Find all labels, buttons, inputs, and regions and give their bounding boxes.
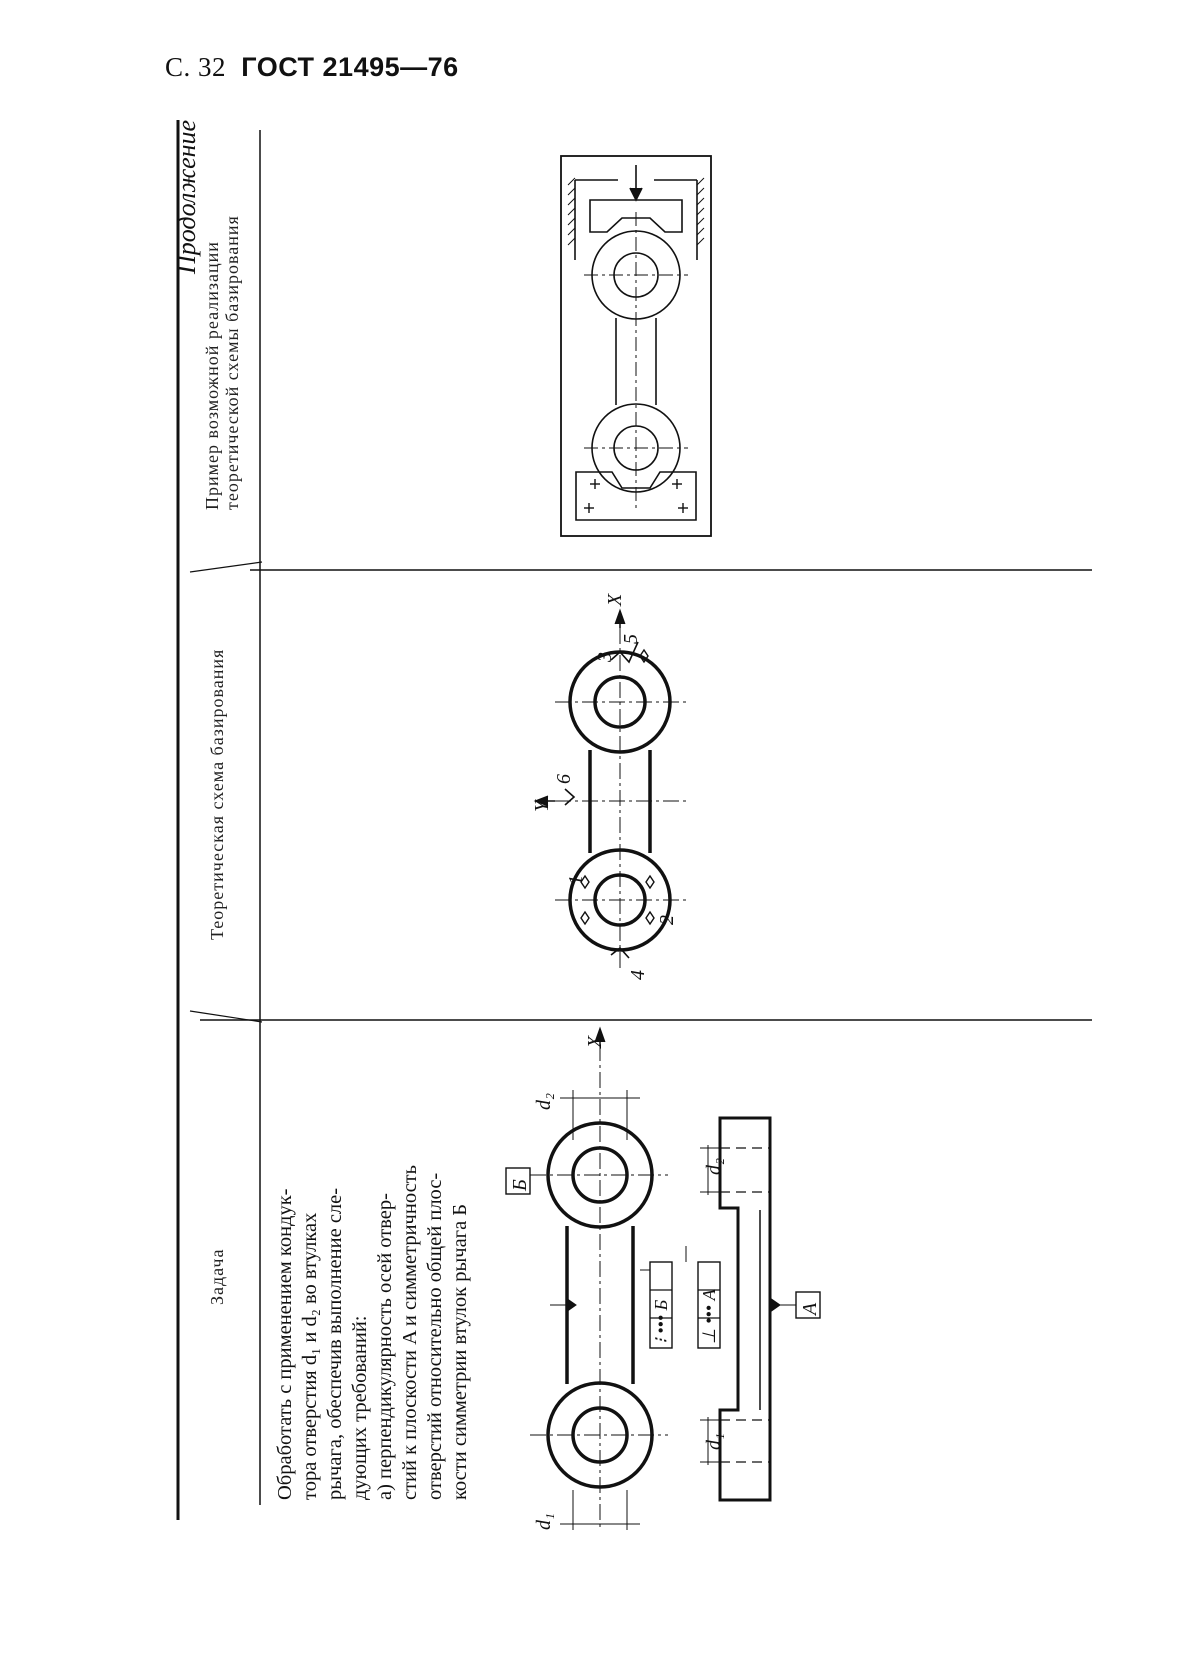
task-line: а) перпендикулярность осей отвер- <box>374 1193 396 1500</box>
continuation-label: Продолжение <box>172 120 202 274</box>
scheme-point-2: 2 <box>656 915 678 925</box>
scheme-point-4: 4 <box>627 970 649 980</box>
task-axis-x-label: X <box>584 1035 606 1048</box>
column-heading-scheme-text: Теоретическая схема базирования <box>207 648 227 940</box>
column-heading-task-text: Задача <box>207 1248 227 1305</box>
scheme-point-6: 6 <box>553 774 575 784</box>
column-heading-example-line2: теоретической схемы базирования <box>222 215 242 510</box>
task-line: дующих требований: <box>349 1315 371 1500</box>
base-b-label: Б <box>509 1179 531 1191</box>
scheme-point-3: 3 <box>594 652 616 662</box>
column-heading-example: Пример возможной реализации теоретическо… <box>202 215 242 510</box>
tolerance-symmetry-frame: ⁝ ••• Б <box>651 1299 671 1344</box>
base-a-label: А <box>799 1302 821 1315</box>
page-header: С. 32 ГОСТ 21495—76 <box>165 52 459 83</box>
column-heading-scheme: Теоретическая схема базирования <box>207 649 227 940</box>
scheme-axis-y-label: Y <box>531 800 553 812</box>
task-side-d2-label: d₂ <box>703 1158 725 1175</box>
table-rules <box>176 120 1092 1520</box>
scheme-axis-x-label: X <box>604 593 626 606</box>
tolerance-perpendicularity-frame: ⊥ ••• А <box>699 1289 719 1344</box>
lever-task-drawing <box>505 1026 821 1530</box>
task-d2-label: d₂ <box>533 1093 555 1110</box>
fixture-example-drawing <box>560 155 712 537</box>
basing-scheme-drawing <box>533 608 690 968</box>
standard-number: ГОСТ 21495—76 <box>241 52 459 82</box>
task-line: тора отверстия d₁ и d₂ во втулках <box>299 1212 321 1500</box>
task-description: Обработать с применением кондук- тора от… <box>273 1165 473 1500</box>
task-line: стий к плоскости A и симметричность <box>399 1165 421 1500</box>
task-d1-label: d₁ <box>533 1513 555 1530</box>
scheme-point-1: 1 <box>565 875 587 885</box>
task-side-d1-label: d₁ <box>703 1433 725 1450</box>
task-line: кости симметрии втулок рычага Б <box>449 1203 471 1500</box>
task-line: Обработать с применением кондук- <box>274 1188 296 1500</box>
column-heading-task: Задача <box>207 1249 227 1305</box>
task-line: рычага, обеспечив выполнение сле- <box>324 1187 346 1500</box>
page-number: С. 32 <box>165 52 227 82</box>
hatching <box>567 177 705 246</box>
task-line: отверстий относительно общей плос- <box>424 1172 446 1500</box>
continuation-text: Продолжение <box>172 119 201 274</box>
scheme-point-5: 5 <box>620 634 642 644</box>
column-heading-example-line1: Пример возможной реализации <box>202 241 222 510</box>
